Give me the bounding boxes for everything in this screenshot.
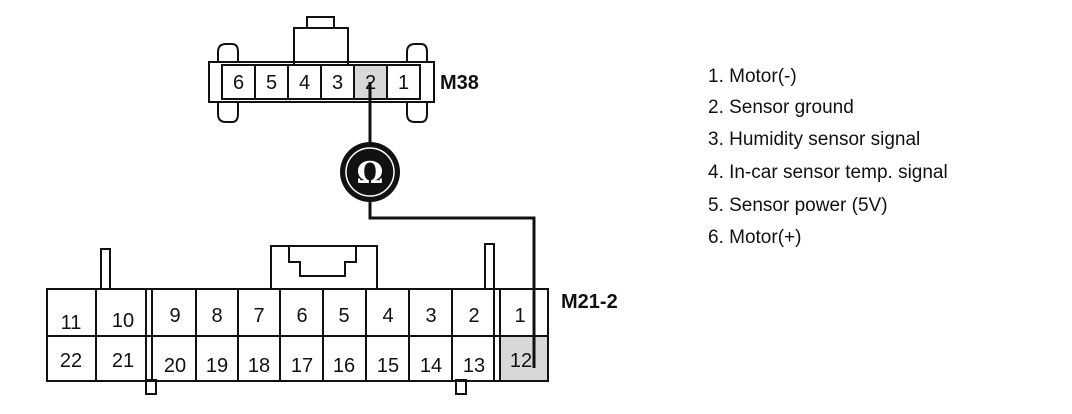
m21-2-pin-15: 15 [377, 355, 399, 377]
ohmmeter-icon: Ω [340, 142, 400, 202]
m21-2-pin-10: 10 [112, 310, 134, 332]
pin-legend: 1. Motor(-) 2. Sensor ground 3. Humidity… [708, 66, 948, 248]
m21-2-pin-5: 5 [338, 305, 349, 327]
m21-2-pin-13: 13 [463, 355, 485, 377]
m21-2-pin-7: 7 [253, 305, 264, 327]
connector-m21-2 [46, 243, 549, 395]
m21-2-pin-8: 8 [211, 305, 222, 327]
legend-item-3: 3. Humidity sensor signal [708, 129, 920, 150]
m21-2-label: M21-2 [561, 291, 618, 313]
m21-2-pin-16: 16 [333, 355, 355, 377]
m38-pin-6: 6 [233, 72, 244, 94]
m21-2-pin-6: 6 [296, 305, 307, 327]
m21-2-pin-21: 21 [112, 350, 134, 372]
m21-2-pin-14: 14 [420, 355, 442, 377]
legend-item-4: 4. In-car sensor temp. signal [708, 162, 948, 183]
m21-2-bottom-row: 22 21 20 19 18 17 16 15 14 13 12 [60, 350, 532, 377]
m21-2-pin-1: 1 [514, 305, 525, 327]
m21-2-pin-20: 20 [164, 355, 186, 377]
meter-leads [368, 82, 536, 368]
m21-2-pin-22: 22 [60, 350, 82, 372]
m38-pin-5: 5 [266, 72, 277, 94]
m21-2-pin-2: 2 [468, 305, 479, 327]
m21-2-pin-12: 12 [510, 350, 532, 372]
m21-2-pin-17: 17 [291, 355, 313, 377]
m21-2-pin-9: 9 [169, 305, 180, 327]
m21-2-pin-4: 4 [382, 305, 393, 327]
legend-item-6: 6. Motor(+) [708, 227, 801, 248]
m21-2-pin-19: 19 [206, 355, 228, 377]
m38-pin-4: 4 [299, 72, 310, 94]
legend-item-2: 2. Sensor ground [708, 97, 854, 118]
m21-2-pin-11: 11 [61, 312, 82, 334]
m21-2-top-row: 11 10 9 8 7 6 5 4 3 2 1 [61, 305, 526, 334]
m38-pin-1: 1 [398, 72, 409, 94]
m38-label: M38 [440, 72, 479, 94]
ohm-symbol: Ω [357, 156, 384, 191]
m21-2-pin-3: 3 [425, 305, 436, 327]
m21-2-pin-18: 18 [248, 355, 270, 377]
m38-pin-3: 3 [332, 72, 343, 94]
legend-item-5: 5. Sensor power (5V) [708, 195, 888, 216]
connector-m38 [208, 16, 435, 123]
legend-item-1: 1. Motor(-) [708, 66, 797, 87]
m21-2-pin-12-highlight [501, 337, 547, 380]
